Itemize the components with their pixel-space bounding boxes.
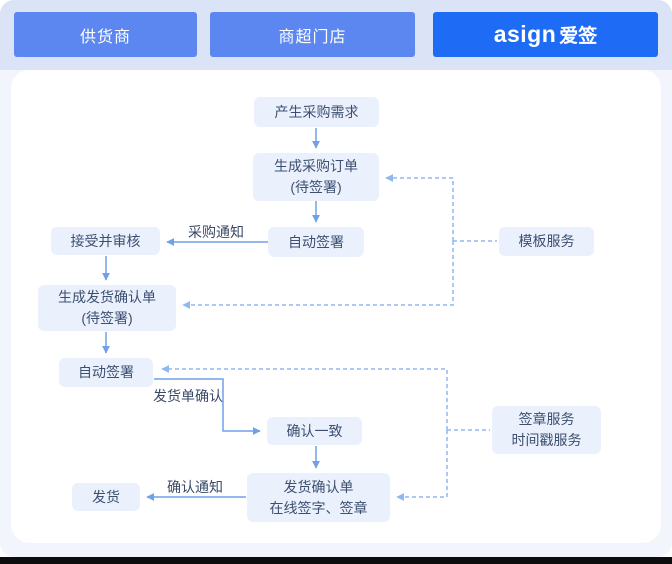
edge-label-confirm-notice: 确认通知 (167, 479, 223, 495)
node-purchase-order-line1: 生成采购订单 (274, 158, 358, 174)
node-autosign-2-label: 自动签署 (78, 364, 134, 380)
edge-label-shipping-confirm: 发货单确认 (153, 388, 223, 404)
node-ship: 发货 (72, 483, 140, 511)
node-seal-service-line2: 时间戳服务 (511, 432, 582, 448)
node-accept-review-label: 接受并审核 (70, 232, 141, 249)
node-template-service-label: 模板服务 (518, 233, 575, 249)
tab-store[interactable]: 商超门店 (210, 12, 415, 57)
header-band: 供货商 商超门店 asign 爱签 (0, 0, 672, 70)
node-shipping-confirmation: 生成发货确认单 (待签署) (38, 285, 176, 331)
node-seal-service-line1: 签章服务 (518, 411, 575, 427)
node-confirm-match: 确认一致 (267, 417, 362, 445)
node-purchase-demand-label: 产生采购需求 (274, 103, 359, 120)
tab-store-label: 商超门店 (278, 28, 347, 46)
node-autosign-2: 自动签署 (59, 358, 153, 387)
node-purchase-demand: 产生采购需求 (254, 97, 379, 127)
node-seal-service: 签章服务 时间戳服务 (492, 406, 601, 454)
node-autosign-1-label: 自动签署 (288, 233, 344, 250)
node-purchase-order: 生成采购订单 (待签署) (253, 153, 379, 201)
node-online-sign-line1: 发货确认单 (283, 478, 354, 495)
node-online-sign-line2: 在线签字、签章 (269, 499, 368, 516)
node-shipping-confirmation-line1: 生成发货确认单 (58, 289, 156, 305)
edge-label-purchase-notice: 采购通知 (188, 224, 244, 240)
node-online-sign: 发货确认单 在线签字、签章 (247, 473, 390, 522)
node-template-service: 模板服务 (499, 227, 594, 256)
asign-logo-cn: 爱签 (559, 26, 598, 47)
node-ship-label: 发货 (92, 488, 120, 505)
node-autosign-1: 自动签署 (268, 227, 364, 257)
tab-supplier[interactable]: 供货商 (14, 12, 197, 57)
asign-logo-latin: asign (493, 21, 557, 47)
node-confirm-match-label: 确认一致 (286, 422, 343, 439)
tab-supplier-label: 供货商 (79, 28, 131, 46)
node-purchase-order-line2: (待签署) (290, 179, 342, 195)
image-bottom-edge (0, 557, 672, 564)
node-shipping-confirmation-line2: (待签署) (81, 310, 133, 326)
node-accept-review: 接受并审核 (51, 227, 160, 255)
tab-asign-brand[interactable]: asign 爱签 (433, 12, 658, 57)
